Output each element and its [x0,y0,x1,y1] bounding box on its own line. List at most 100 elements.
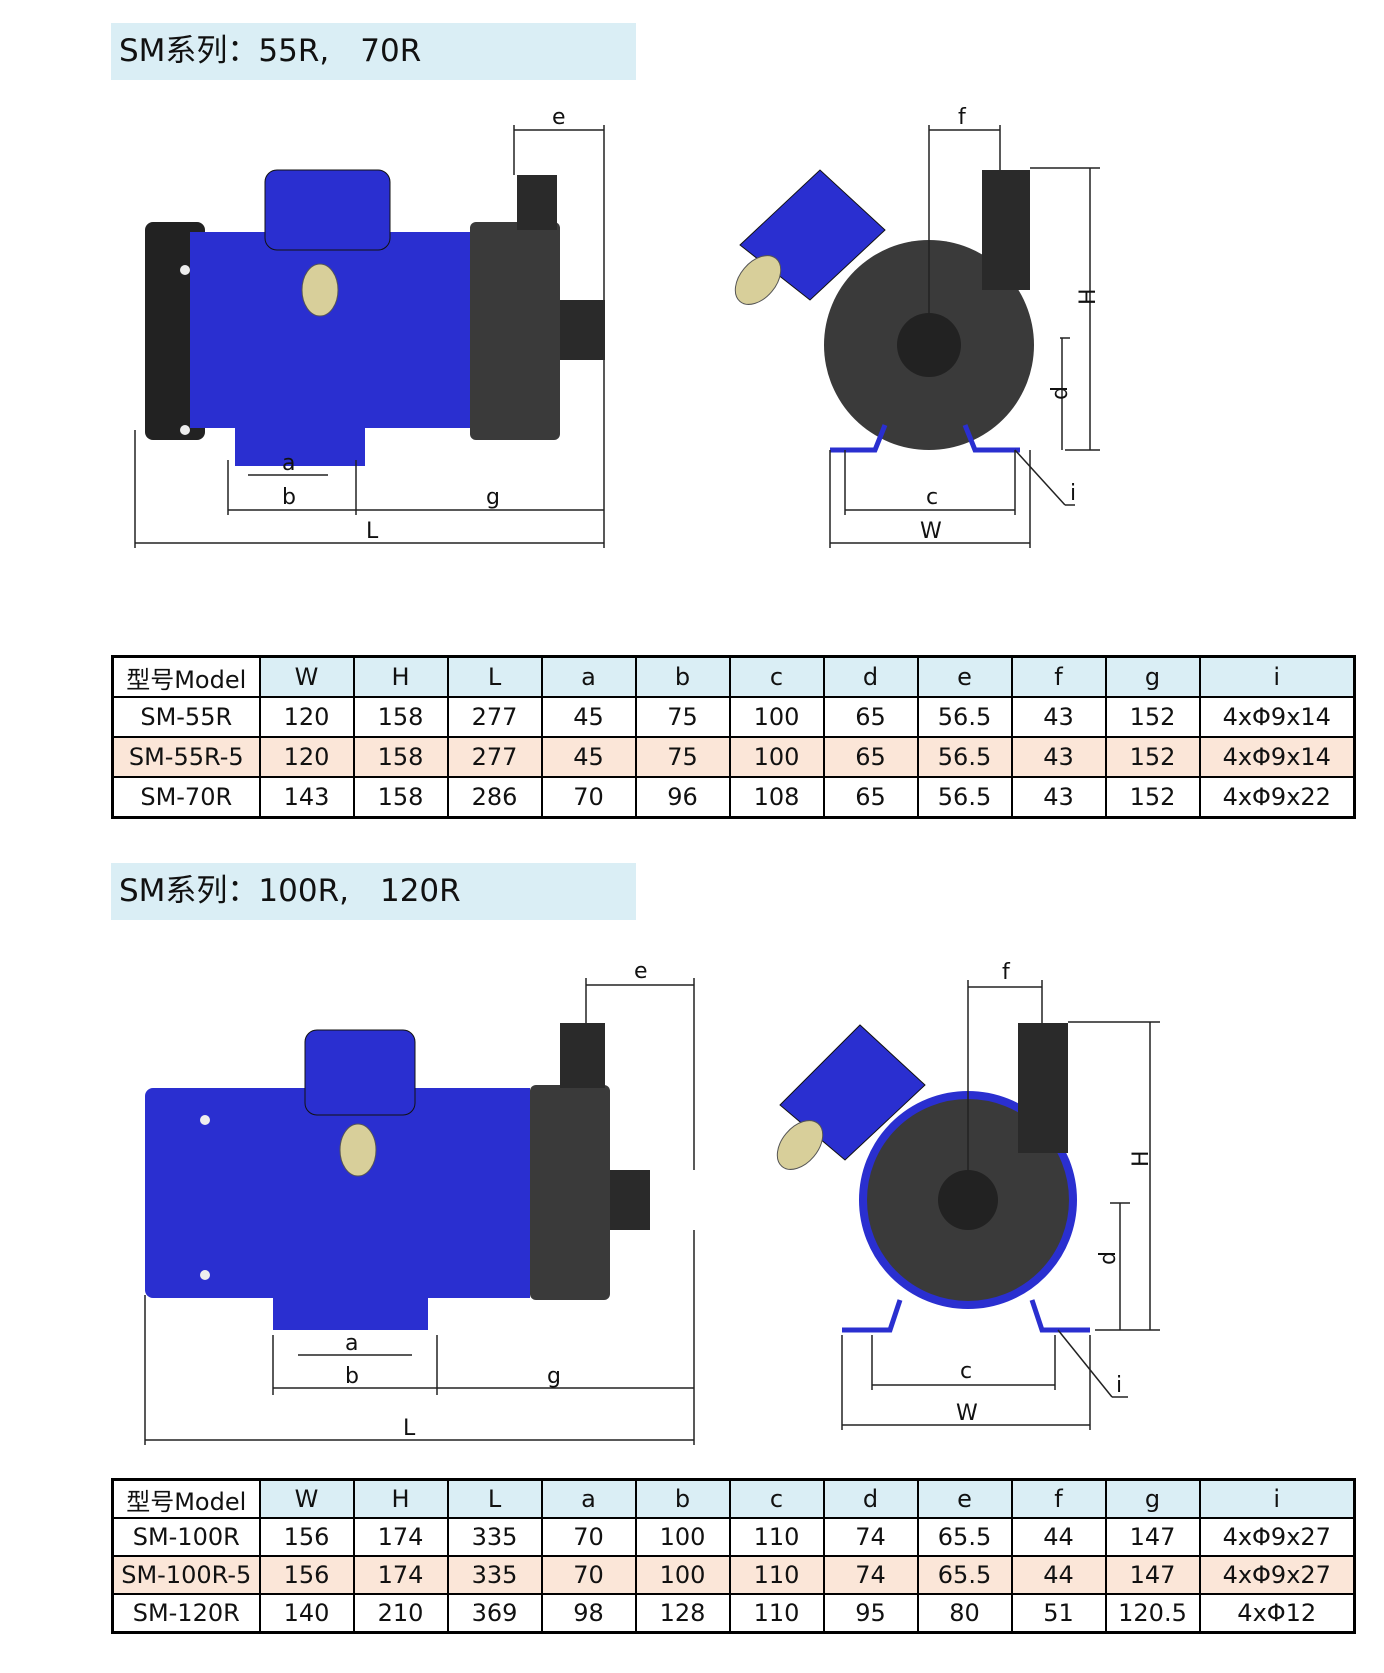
value-cell: 65 [822,776,919,819]
dim-label-e: e [634,959,648,984]
value-cell: 147 [1104,1555,1201,1595]
dim-label-i: i [1070,481,1076,506]
value-cell: 110 [728,1593,825,1634]
value-cell: 286 [446,776,543,819]
pump-front-view [734,169,1034,453]
value-cell: 96 [634,776,731,819]
value-cell: 120.5 [1104,1593,1201,1634]
value-cell: 74 [822,1517,919,1557]
header-cell: g [1104,655,1201,698]
value-cell: 45 [540,736,637,778]
model-cell: SM-100R-5 [111,1555,261,1595]
value-cell: 4xΦ12 [1198,1593,1356,1634]
header-cell: b [634,655,731,698]
value-cell: 70 [540,1555,637,1595]
value-cell: 100 [728,696,825,738]
header-cell: H [352,655,449,698]
value-cell: 56.5 [916,696,1013,738]
value-cell: 56.5 [916,776,1013,819]
dim-label-d: d [1048,386,1073,400]
header-cell: W [258,1478,355,1519]
dim-label-a: a [282,451,295,476]
dim-label-f: f [1002,960,1011,985]
header-cell: f [1010,1478,1107,1519]
pump-side-view [145,1023,650,1330]
side-dimension-lines [144,978,695,1445]
series-title-1: SM系列：55R, 70R [111,23,636,80]
model-cell: SM-70R [111,776,261,819]
dim-label-L: L [403,1416,416,1441]
model-cell: SM-120R [111,1593,261,1634]
dim-label-W: W [956,1401,978,1426]
value-cell: 156 [258,1555,355,1595]
value-cell: 51 [1010,1593,1107,1634]
value-cell: 74 [822,1555,919,1595]
value-cell: 75 [634,696,731,738]
header-cell: H [352,1478,449,1519]
model-cell: SM-55R-5 [111,736,261,778]
value-cell: 4xΦ9x22 [1198,776,1356,819]
dimension-drawing-1: e a b g L f H d c W i [134,105,1101,548]
value-cell: 100 [634,1555,731,1595]
dim-label-W: W [920,519,942,544]
value-cell: 80 [916,1593,1013,1634]
pump-side-view [145,169,605,466]
value-cell: 45 [540,696,637,738]
value-cell: 65 [822,736,919,778]
header-cell: L [446,1478,543,1519]
value-cell: 174 [352,1517,449,1557]
value-cell: 158 [352,776,449,819]
value-cell: 120 [258,736,355,778]
value-cell: 152 [1104,696,1201,738]
value-cell: 65 [822,696,919,738]
header-cell: e [916,1478,1013,1519]
dim-label-a: a [345,1331,358,1356]
header-cell: c [728,1478,825,1519]
pump-front-view [776,1023,1090,1333]
value-cell: 4xΦ9x27 [1198,1517,1356,1557]
value-cell: 277 [446,736,543,778]
front-dimension-lines [829,125,1100,548]
header-cell: b [634,1478,731,1519]
value-cell: 143 [258,776,355,819]
value-cell: 158 [352,736,449,778]
value-cell: 100 [728,736,825,778]
header-cell: c [728,655,825,698]
table-header-row: 型号Model W H L a b c d e f g i [111,655,1356,698]
dim-label-i: i [1116,1373,1122,1398]
dimension-drawing-2: e a b g L f H d c W i [144,959,1160,1445]
value-cell: 44 [1010,1517,1107,1557]
value-cell: 43 [1010,696,1107,738]
value-cell: 120 [258,696,355,738]
header-cell: i [1198,1478,1356,1519]
value-cell: 4xΦ9x14 [1198,736,1356,778]
value-cell: 335 [446,1517,543,1557]
side-dimension-lines [134,125,605,548]
dim-label-g: g [486,485,500,510]
value-cell: 152 [1104,736,1201,778]
value-cell: 65.5 [916,1517,1013,1557]
value-cell: 70 [540,776,637,819]
value-cell: 95 [822,1593,919,1634]
header-cell: 型号Model [111,655,261,698]
value-cell: 100 [634,1517,731,1557]
value-cell: 335 [446,1555,543,1595]
header-cell: 型号Model [111,1478,261,1519]
value-cell: 110 [728,1517,825,1557]
value-cell: 156 [258,1517,355,1557]
value-cell: 174 [352,1555,449,1595]
table-header-row: 型号Model W H L a b c d e f g i [111,1478,1356,1519]
value-cell: 43 [1010,776,1107,819]
value-cell: 4xΦ9x14 [1198,696,1356,738]
dim-label-H: H [1129,1150,1154,1167]
model-cell: SM-55R [111,696,261,738]
value-cell: 108 [728,776,825,819]
